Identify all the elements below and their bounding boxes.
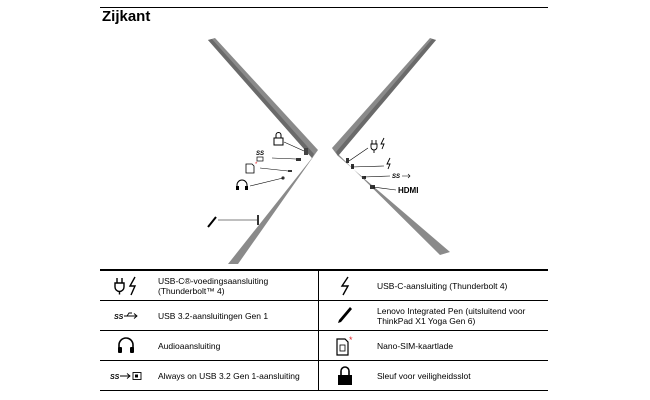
table-row: Audioaansluiting * Nano-SIM-kaartlade xyxy=(100,330,548,361)
svg-text:SS: SS xyxy=(256,151,264,157)
port-label: USB-C-aansluiting (Thunderbolt 4) xyxy=(371,269,548,301)
headset-icon xyxy=(118,336,134,353)
laptop-left-side xyxy=(208,38,318,264)
usb-ss-icon: SS xyxy=(114,312,138,321)
sim-card-icon: * xyxy=(245,162,258,174)
pen-icon xyxy=(338,306,352,323)
title-rule xyxy=(100,7,548,8)
port-label: Nano-SIM-kaartlade xyxy=(371,330,548,361)
pen-icon xyxy=(207,216,217,228)
port-sim xyxy=(288,170,292,172)
svg-text:*: * xyxy=(255,162,258,168)
usb-always-on-icon: SS xyxy=(256,151,264,162)
port-label: Lenovo Integrated Pen (uitsluitend voor … xyxy=(371,300,548,331)
headset-icon xyxy=(236,179,248,190)
port-pen xyxy=(257,215,259,225)
port-always-on-usb xyxy=(296,158,301,161)
port-label: Always on USB 3.2 Gen 1-aansluiting xyxy=(152,360,319,391)
port-label: Sleuf voor veiligheidsslot xyxy=(371,360,548,391)
port-usbc-power xyxy=(346,158,349,163)
lock-icon xyxy=(273,132,284,146)
usb-c-power-thunderbolt-icon xyxy=(114,276,137,295)
port-label: USB 3.2-aansluitingen Gen 1 xyxy=(152,300,319,331)
usb-c-power-thunderbolt-icon xyxy=(370,137,385,153)
callouts-right xyxy=(348,147,397,191)
thunderbolt-icon xyxy=(340,276,350,295)
port-label: Audioaansluiting xyxy=(152,330,319,361)
thunderbolt-icon xyxy=(386,157,391,170)
ports-table: USB-C®-voedingsaansluiting (Thunderbolt™… xyxy=(100,269,548,391)
port-usbc-thunderbolt xyxy=(351,164,354,169)
laptop-sides-illustration: SS * SS HDMI xyxy=(207,38,450,264)
page-title: Zijkant xyxy=(102,8,151,25)
port-usb-a xyxy=(362,176,366,179)
hdmi-label: HDMI xyxy=(398,186,418,195)
usb-ss-icon: SS xyxy=(392,173,411,180)
usb-always-on-icon: SS xyxy=(110,371,142,381)
port-lock-slot xyxy=(304,148,308,155)
port-label: USB-C®-voedingsaansluiting (Thunderbolt™… xyxy=(152,269,319,301)
port-hdmi xyxy=(370,185,375,189)
lock-icon xyxy=(338,365,352,385)
table-row: SS USB 3.2-aansluitingen Gen 1 Lenovo In… xyxy=(100,300,548,331)
svg-text:*: * xyxy=(349,335,353,345)
svg-text:SS: SS xyxy=(110,374,120,381)
laptop-right-side xyxy=(332,38,450,255)
table-row: USB-C®-voedingsaansluiting (Thunderbolt™… xyxy=(100,269,548,301)
table-row: SS Always on USB 3.2 Gen 1-aansluiting S… xyxy=(100,360,548,391)
callouts-left xyxy=(218,141,305,221)
sim-card-icon: * xyxy=(336,335,353,356)
svg-text:SS: SS xyxy=(392,174,400,180)
svg-text:SS: SS xyxy=(114,314,124,321)
